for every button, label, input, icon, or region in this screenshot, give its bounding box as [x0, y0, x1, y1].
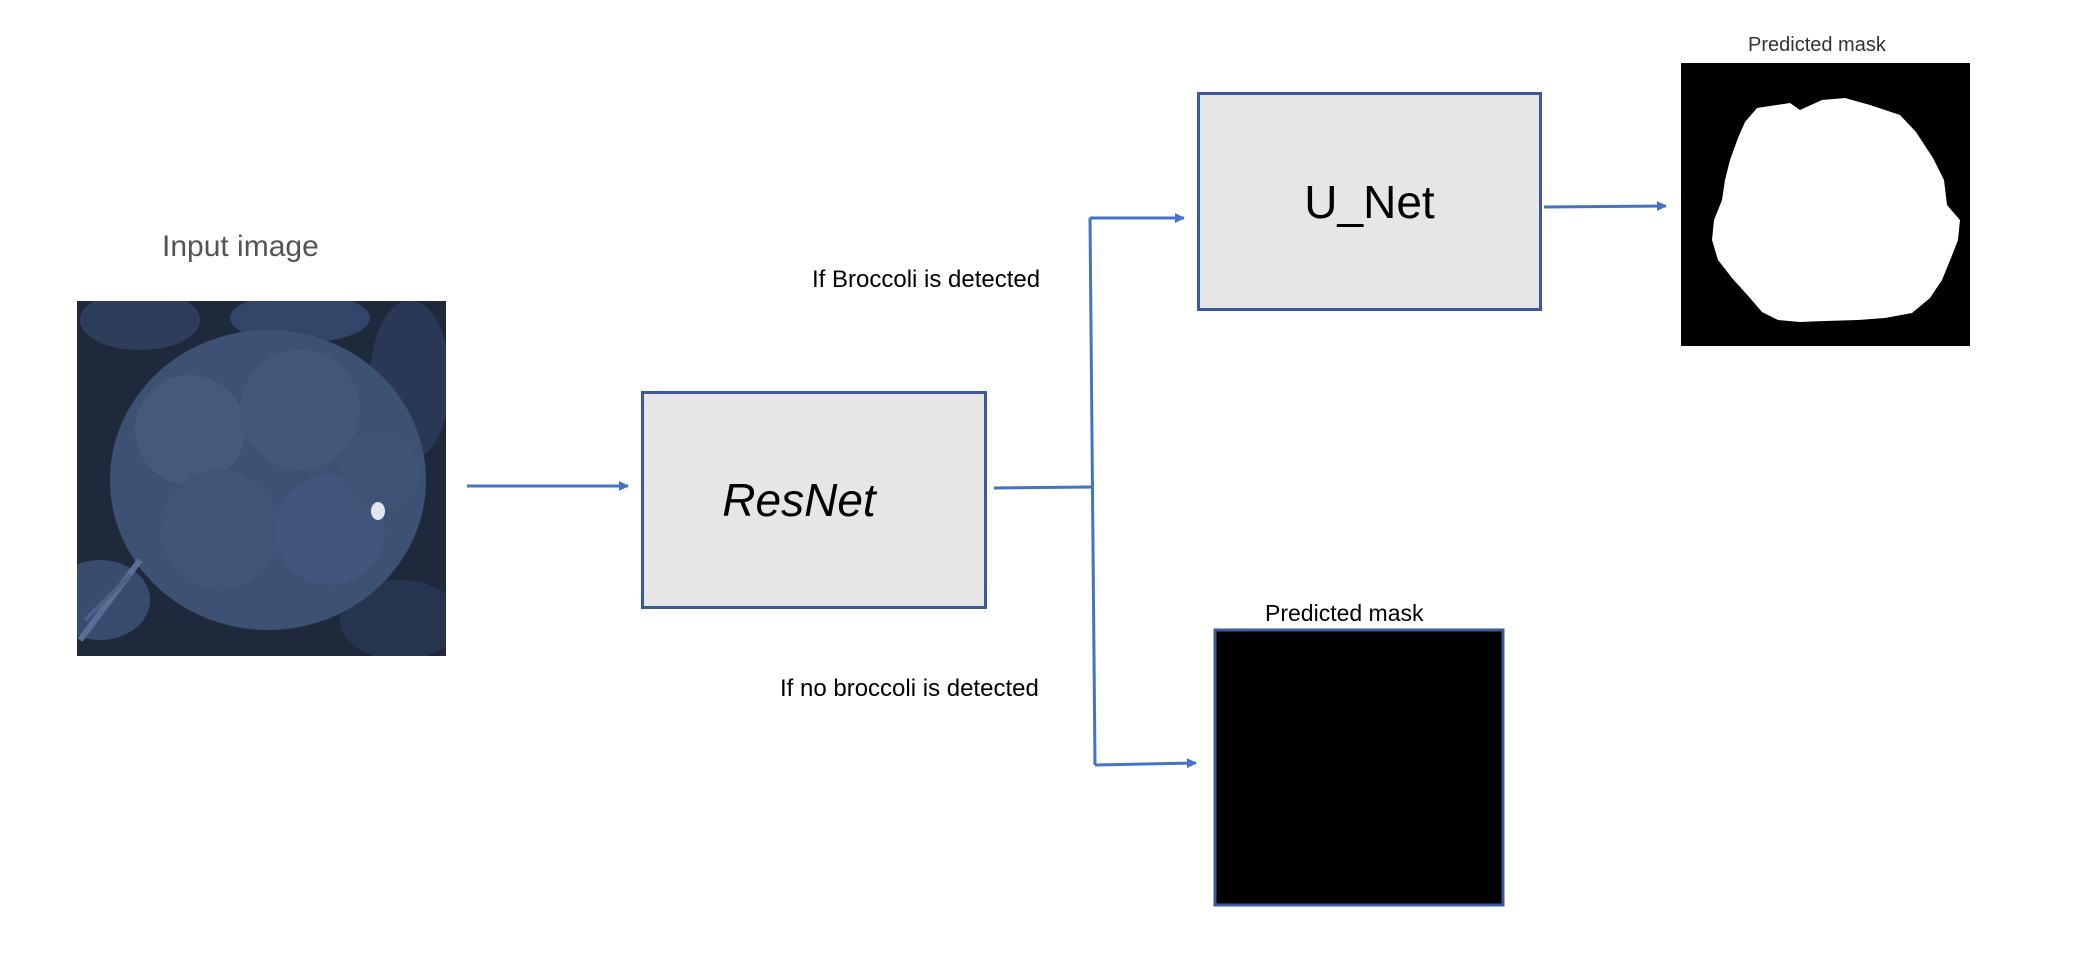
unet-box: U_Net [1197, 92, 1542, 311]
input-image-label: Input image [162, 230, 319, 263]
arrow-resnet-to-branch [993, 485, 1093, 490]
branch-vertical-line [1088, 217, 1097, 766]
predicted-mask-broccoli [1681, 63, 1970, 346]
unet-label: U_Net [1304, 175, 1435, 228]
predicted-mask-bottom-label: Predicted mask [1265, 600, 1424, 626]
arrow-unet-to-mask [1543, 201, 1667, 212]
predicted-mask-empty [1213, 628, 1505, 907]
input-image-photo [77, 301, 446, 656]
branch-no-label: If no broccoli is detected [780, 675, 1039, 702]
branch-yes-label: If Broccoli is detected [812, 266, 1041, 293]
resnet-box: ResNet [641, 391, 987, 609]
resnet-label: ResNet [722, 474, 876, 526]
arrow-branch-to-empty-mask [1094, 758, 1197, 769]
predicted-mask-top-label: Predicted mask [1748, 34, 1886, 56]
